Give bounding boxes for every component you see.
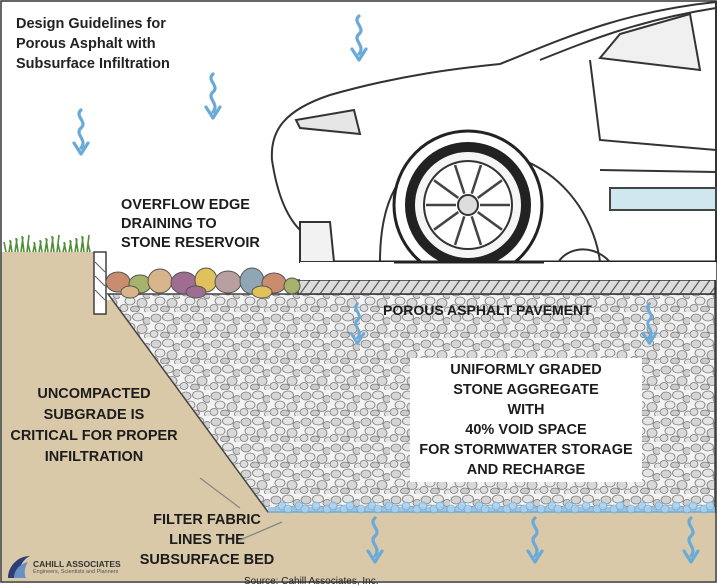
porous-asphalt-layer [297,279,716,295]
logo-tagline: Engineers, Scientists and Planners [33,569,119,575]
label-line: FOR STORMWATER STORAGE [419,442,633,458]
label-line: DRAINING TO [121,216,217,232]
car-illustration [270,0,717,281]
source-caption: Source: Cahill Associates, Inc. [244,576,379,587]
label-line: SUBSURFACE BED [139,552,275,568]
overflow-edge-label: OVERFLOW EDGE DRAINING TO STONE RESERVOI… [121,196,260,253]
title-line: Porous Asphalt with [16,36,156,52]
subgrade-label: UNCOMPACTED SUBGRADE IS CRITICAL FOR PRO… [6,384,182,468]
label-line: STONE AGGREGATE [453,382,599,398]
label-line: INFILTRATION [44,449,144,465]
diagram-title: Design Guidelines for Porous Asphalt wit… [16,14,170,74]
label-line: OVERFLOW EDGE [121,197,250,213]
label-line: LINES THE [169,532,245,548]
label-line: AND RECHARGE [466,462,586,478]
label-line: FILTER FABRIC [153,512,261,528]
label-line: 40% VOID SPACE [465,422,587,438]
logo-name: CAHILL ASSOCIATES [33,559,121,569]
edge-curb [93,251,107,315]
filter-fabric-label: FILTER FABRIC LINES THE SUBSURFACE BED [138,510,276,570]
label-line: UNCOMPACTED [37,386,151,402]
title-line: Subsurface Infiltration [16,56,170,72]
label-line: STONE RESERVOIR [121,235,260,251]
grass-tuft [3,234,91,253]
overflow-pebbles [105,267,301,299]
title-line: Design Guidelines for [16,16,166,32]
subgrade-soil [2,252,715,581]
label-line: CRITICAL FOR PROPER [10,428,178,444]
porous-asphalt-label: POROUS ASPHALT PAVEMENT [383,302,592,318]
stone-aggregate-label: UNIFORMLY GRADED STONE AGGREGATE WITH 40… [410,358,642,482]
label-line: UNIFORMLY GRADED [450,362,602,378]
cahill-logo-icon [8,556,30,578]
bottom-water-bubbles [277,501,715,514]
label-line: WITH [507,402,545,418]
label-line: SUBGRADE IS [43,407,145,423]
